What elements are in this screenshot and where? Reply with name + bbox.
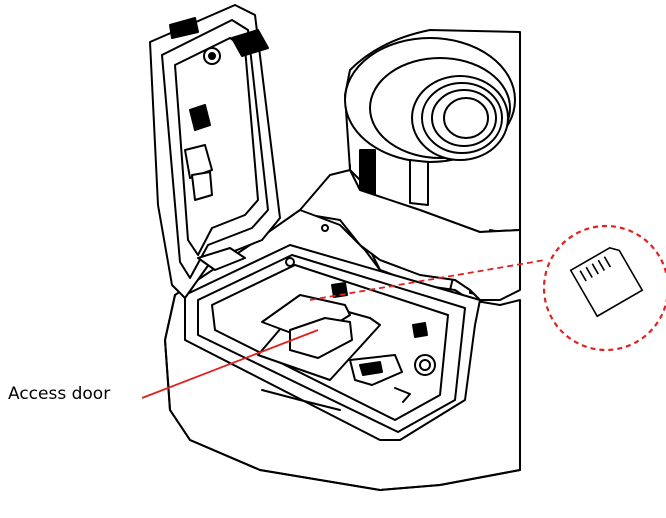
lens-assembly — [344, 29, 521, 296]
open-lid — [149, 4, 281, 299]
callout-leader-line — [141, 329, 319, 399]
memory-card-icon — [569, 246, 644, 318]
access-door-label: Access door — [8, 384, 111, 404]
battery-compartment — [184, 244, 481, 441]
memory-card-inset — [542, 224, 666, 352]
